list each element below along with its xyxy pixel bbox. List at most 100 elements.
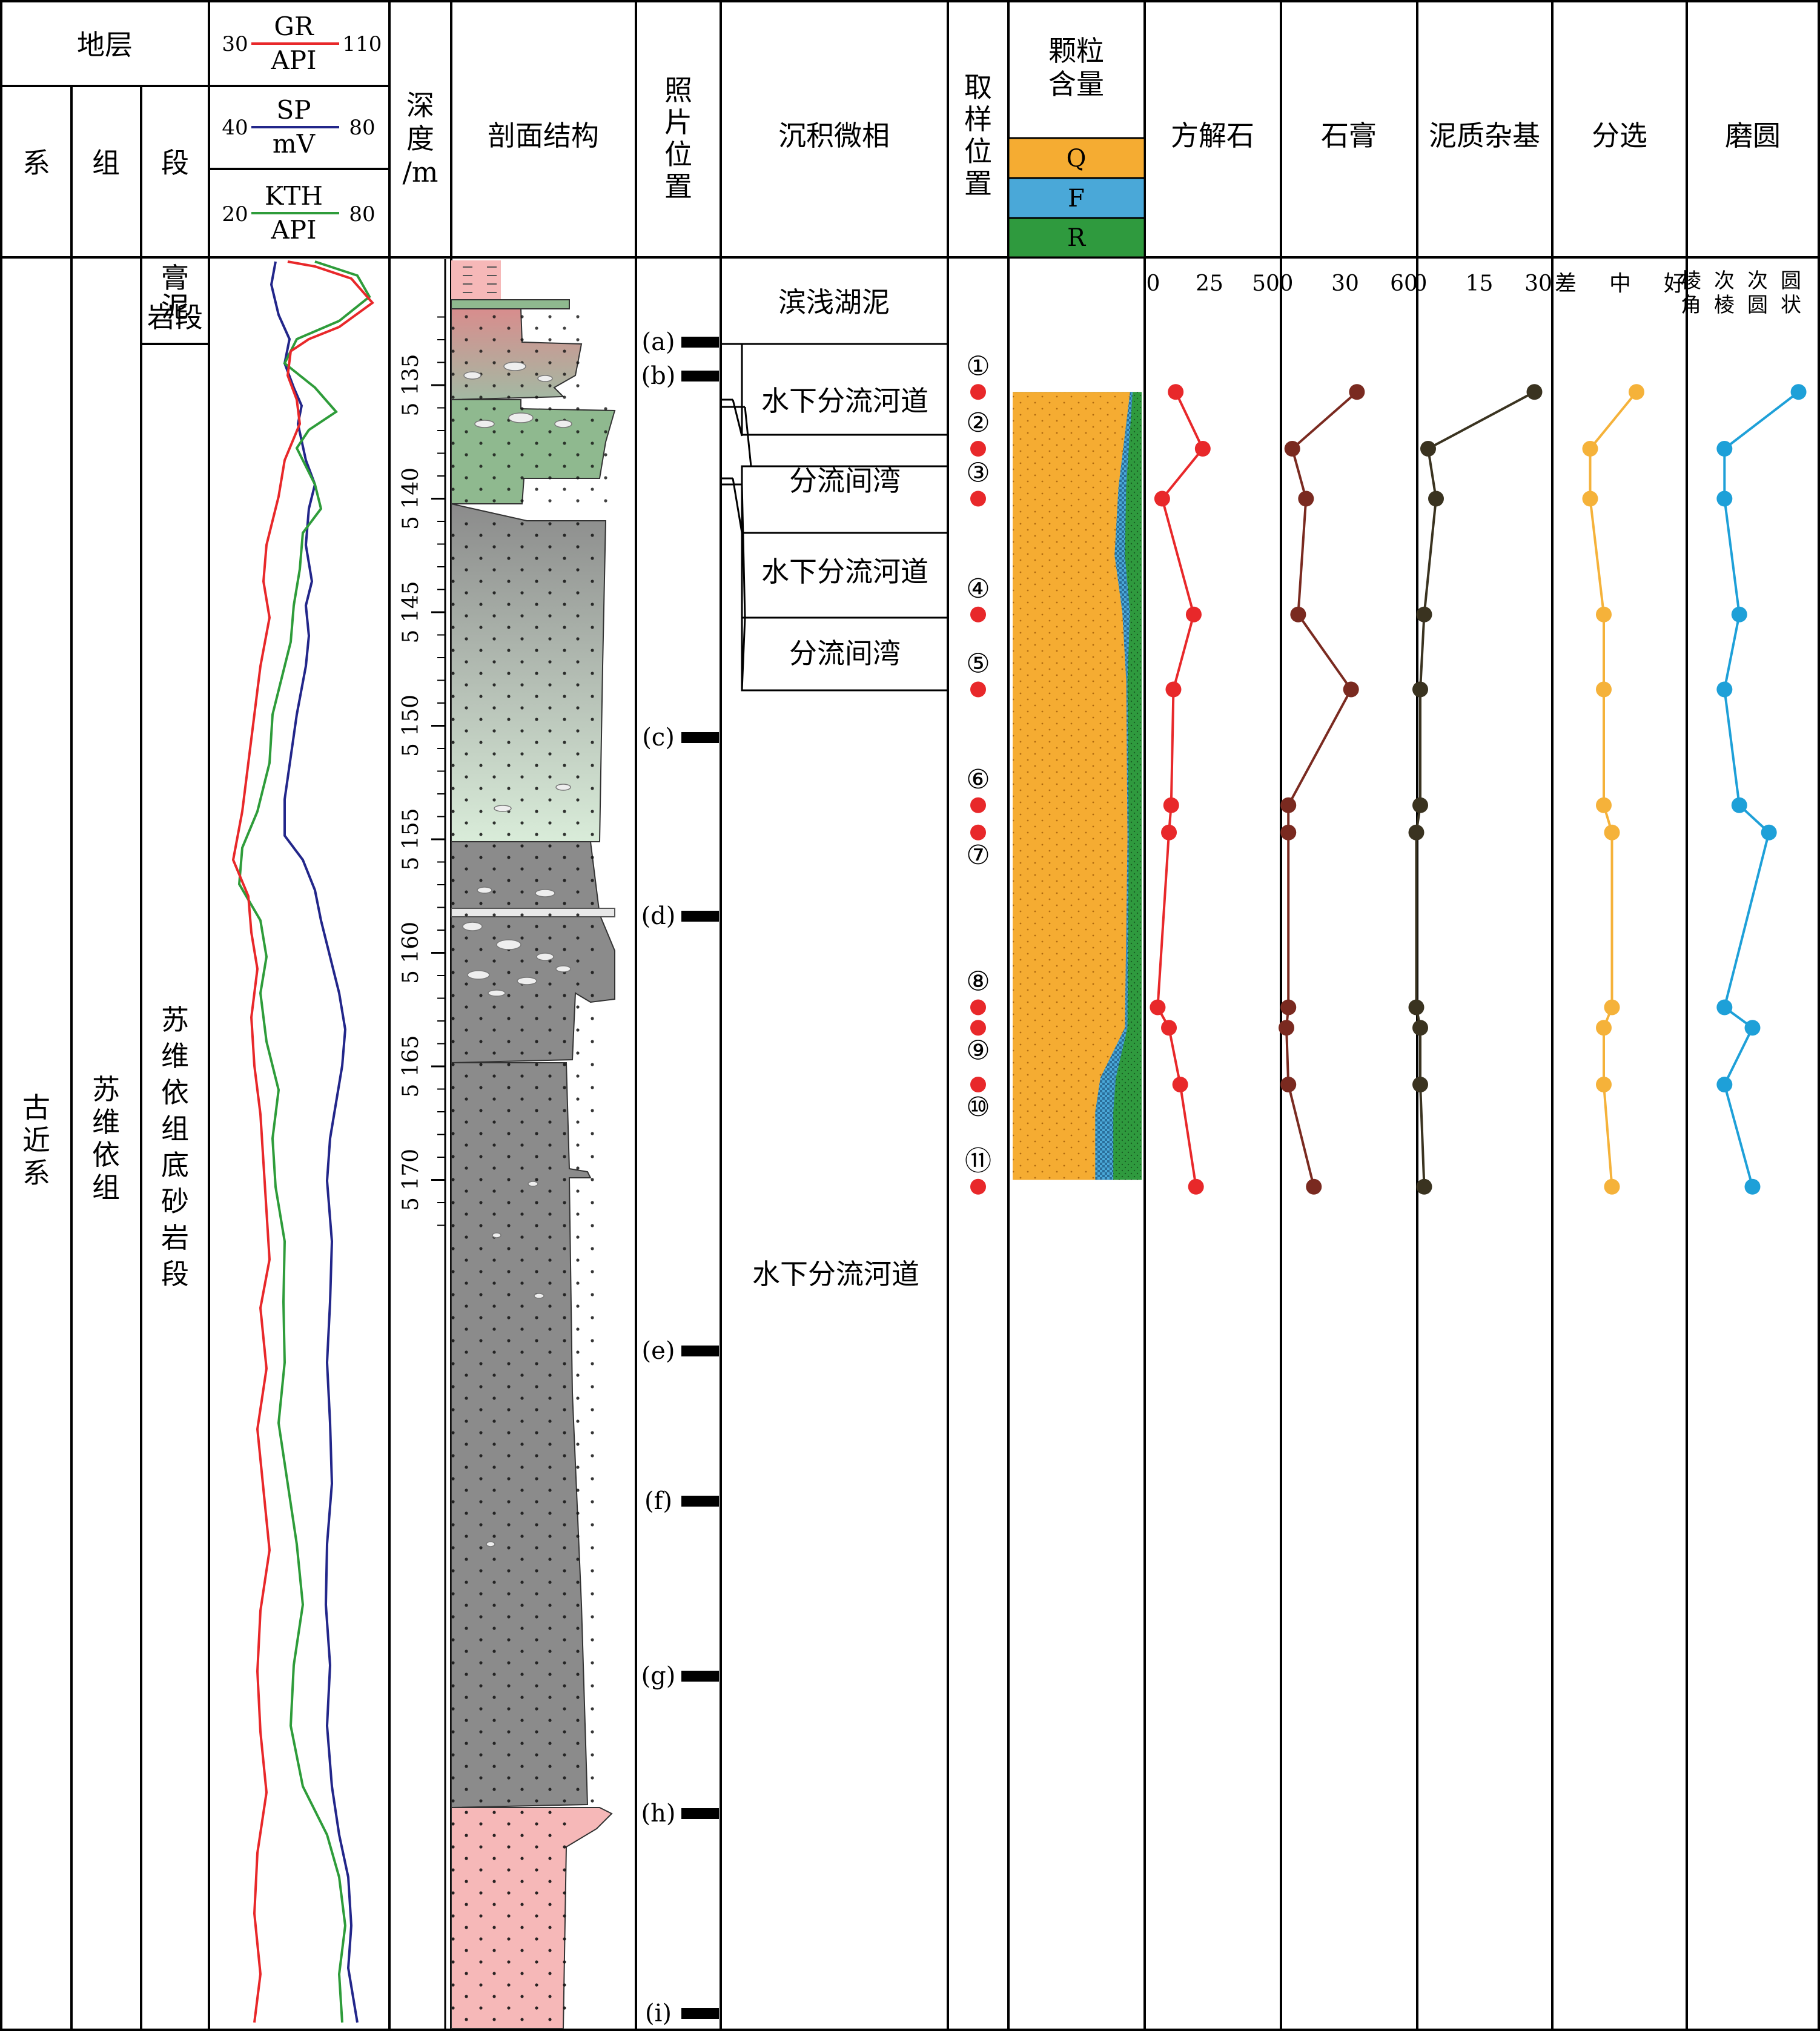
sorting-tick: 中	[1609, 271, 1631, 296]
rounding-point	[1716, 441, 1733, 457]
sample-marker: ⑤	[966, 649, 990, 698]
depth-tick-label: 5 165	[399, 1035, 423, 1097]
sample-marker: ①	[966, 351, 990, 400]
rounding-point	[1790, 384, 1807, 400]
photo-marker: (h)	[641, 1800, 719, 1828]
sorting-plot: 差中好	[1555, 271, 1686, 1195]
calcite-point	[1185, 606, 1202, 623]
facies-boxes	[721, 343, 949, 692]
header-photo-3: 位	[664, 138, 692, 171]
header-sample: 取 样 位 置	[964, 71, 992, 200]
rounding-tick: 状	[1781, 293, 1801, 317]
sample-marker: ⑪	[965, 1146, 991, 1195]
calcite-point	[1172, 1077, 1188, 1092]
member-main-name: 苏维依组底砂岩段	[161, 1003, 189, 1290]
header-sorting: 分选	[1592, 119, 1647, 152]
sorting-point	[1604, 1178, 1620, 1195]
legend-r: R	[1067, 224, 1087, 252]
gypsum-point	[1349, 384, 1365, 400]
sp-unit: mV	[273, 129, 316, 159]
gypsum-point	[1298, 490, 1314, 507]
matrix-line	[1415, 391, 1535, 1187]
lithology-profile	[451, 260, 616, 2029]
sample-marker: ⑥	[966, 764, 990, 813]
grain-legend: Q F R	[1007, 137, 1146, 259]
grain-composition-plot	[1013, 392, 1142, 1180]
header-sample-4: 置	[964, 167, 992, 200]
sorting-tick: 好	[1664, 271, 1686, 296]
kth-curve	[237, 260, 371, 2023]
sample-marker: ③	[966, 458, 990, 507]
sample-label: ⑦	[966, 840, 990, 871]
matrix-point	[1420, 441, 1436, 457]
strat-columns: 古近系 苏维依组 膏泥岩段 苏维依组底砂岩段	[22, 262, 203, 1290]
sample-label: ⑧	[966, 966, 990, 997]
photo-label: (h)	[641, 1800, 676, 1828]
matrix-point	[1412, 1077, 1428, 1092]
gr-label: GR	[274, 12, 314, 41]
matrix-point	[1526, 384, 1543, 400]
gypsum-line	[1285, 391, 1358, 1187]
sp-log-key: 40 SP mV 80	[222, 95, 375, 159]
depth-tick-label: 5 150	[399, 695, 423, 757]
matrix-point	[1428, 490, 1444, 507]
header-facies: 沉积微相	[778, 119, 890, 152]
sample-label: ⑨	[966, 1035, 990, 1066]
photo-label: (c)	[642, 724, 675, 751]
sample-label: ⑤	[966, 649, 990, 679]
legend-f: F	[1068, 185, 1085, 213]
facies-column: 滨浅湖泥 水下分流河道 分流间湾 水下分流河道 分流间湾 水下分流河道	[721, 286, 949, 1290]
header-photo-1: 照	[664, 74, 692, 107]
sample-label: ①	[966, 351, 990, 381]
calcite-point	[1188, 1178, 1204, 1195]
gypsum-point	[1280, 797, 1297, 813]
calcite-line	[1156, 391, 1205, 1187]
sorting-tick: 差	[1555, 271, 1577, 296]
photo-label: (d)	[641, 902, 676, 930]
matrix-point	[1412, 681, 1428, 698]
calcite-point	[1194, 441, 1211, 457]
sorting-point	[1596, 1020, 1612, 1036]
sorting-point	[1596, 1077, 1612, 1092]
photo-marker: (a)	[641, 328, 719, 356]
matrix-point	[1412, 797, 1428, 813]
calcite-tick: 0	[1147, 271, 1160, 296]
photo-label: (i)	[645, 2000, 672, 2027]
header-photo-2: 片	[664, 106, 692, 139]
sp-min: 40	[222, 116, 248, 140]
rounding-point	[1716, 681, 1733, 698]
formation-name: 苏维依组	[92, 1073, 120, 1204]
rounding-tick: 次	[1714, 269, 1735, 293]
photo-marker: (c)	[642, 724, 719, 751]
sample-label: ②	[966, 408, 990, 438]
gypsum-point	[1279, 1020, 1294, 1036]
header-sample-1: 取	[964, 71, 992, 104]
rounding-tick: 棱	[1681, 269, 1701, 293]
sorting-point	[1604, 824, 1620, 840]
gypsum-point	[1290, 606, 1306, 623]
rounding-tick: 角	[1681, 293, 1701, 317]
photo-label: (g)	[641, 1662, 676, 1690]
gypsum-tick: 30	[1331, 271, 1359, 296]
gypsum-point	[1280, 1077, 1297, 1092]
sample-marker: ⑧	[966, 966, 990, 1016]
header-formation: 组	[92, 147, 120, 179]
matrix-point	[1408, 999, 1425, 1016]
kth-label: KTH	[265, 181, 323, 211]
sorting-point	[1629, 384, 1644, 400]
rounding-point	[1744, 1020, 1761, 1036]
sp-curve	[270, 261, 359, 2023]
matrix-point	[1412, 1020, 1428, 1036]
matrix-point	[1416, 606, 1432, 623]
header-grain-1: 颗粒	[1048, 35, 1104, 67]
header-rounding: 磨圆	[1725, 119, 1781, 152]
kth-min: 20	[222, 202, 248, 226]
rounding-point	[1716, 490, 1733, 507]
rounding-point	[1716, 1077, 1733, 1092]
sample-label: ⑩	[966, 1092, 990, 1123]
sorting-point	[1596, 681, 1612, 698]
